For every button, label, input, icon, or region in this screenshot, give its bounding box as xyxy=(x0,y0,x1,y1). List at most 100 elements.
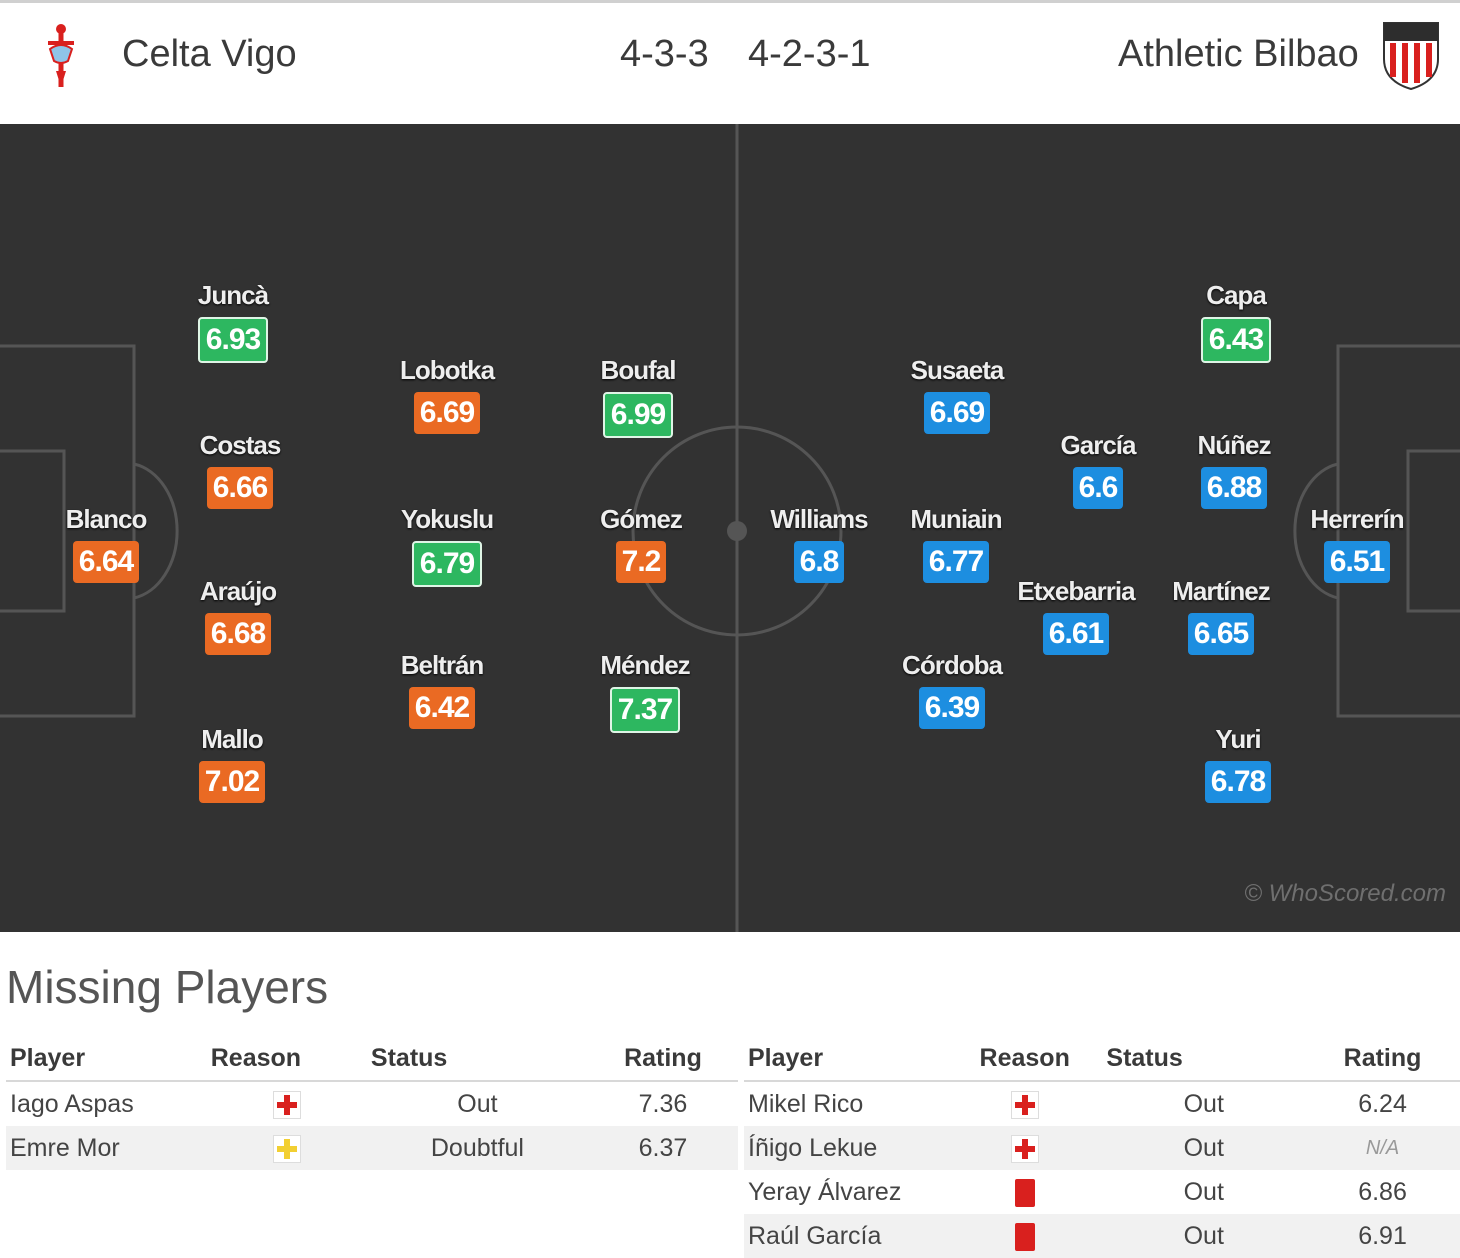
home-player[interactable]: Araújo 6.68 xyxy=(158,576,318,655)
player-name: Muniain xyxy=(910,504,1002,534)
status-cell: Out xyxy=(457,1089,498,1118)
home-player[interactable]: Lobotka 6.69 xyxy=(367,355,527,434)
away-player[interactable]: Núñez 6.88 xyxy=(1154,430,1314,509)
away-team-name[interactable]: Athletic Bilbao xyxy=(1118,33,1359,75)
away-formation: 4-2-3-1 xyxy=(748,33,871,75)
away-player[interactable]: Martínez 6.65 xyxy=(1141,576,1301,655)
player-rating-badge: 6.99 xyxy=(602,392,674,438)
player-name: Martínez xyxy=(1172,576,1270,606)
reason-cell xyxy=(947,1170,1102,1214)
player-name: Mallo xyxy=(201,724,263,754)
player-rating-badge: 6.93 xyxy=(197,317,269,363)
missing-player-name[interactable]: Yeray Álvarez xyxy=(748,1177,902,1206)
injury-icon[interactable] xyxy=(272,1090,301,1119)
missing-players-title: Missing Players xyxy=(6,961,329,1013)
player-rating-badge: 6.69 xyxy=(923,392,991,434)
player-name: Herrerín xyxy=(1310,504,1404,534)
player-name: Blanco xyxy=(65,504,148,534)
rating-cell: 6.37 xyxy=(587,1126,738,1170)
doubtful-icon[interactable] xyxy=(272,1134,301,1163)
player-name: Gómez xyxy=(600,504,683,534)
rating-cell: 6.86 xyxy=(1358,1177,1407,1206)
reason-cell xyxy=(947,1081,1102,1126)
player-rating-badge: 6.79 xyxy=(411,541,483,587)
player-name: Núñez xyxy=(1197,430,1272,460)
player-rating-badge: 6.65 xyxy=(1187,613,1255,655)
player-rating-badge: 6.88 xyxy=(1200,467,1268,509)
table-row: Yeray Álvarez Out 6.86 xyxy=(744,1170,1460,1214)
col-reason: Reason xyxy=(946,1036,1103,1082)
player-rating-badge: 7.02 xyxy=(198,761,266,803)
player-rating-badge: 6.39 xyxy=(918,687,986,729)
status-cell: Out xyxy=(1102,1126,1306,1170)
status-cell: Out xyxy=(1183,1089,1224,1118)
player-name: Araújo xyxy=(199,576,277,606)
celta-vigo-crest-icon xyxy=(48,24,74,87)
player-rating-badge: 6.68 xyxy=(204,613,272,655)
home-player[interactable]: Juncà 6.93 xyxy=(153,280,313,363)
player-rating-badge: 6.6 xyxy=(1072,467,1124,509)
missing-player-name[interactable]: Emre Mor xyxy=(6,1126,207,1170)
player-name: Boufal xyxy=(600,355,677,385)
home-player[interactable]: Boufal 6.99 xyxy=(558,355,718,438)
player-rating-badge: 6.64 xyxy=(72,541,140,583)
reason-cell xyxy=(946,1126,1103,1170)
home-player[interactable]: Gómez 7.2 xyxy=(561,504,721,583)
home-team-name[interactable]: Celta Vigo xyxy=(122,33,297,75)
injury-icon[interactable] xyxy=(1010,1090,1039,1119)
player-name: Lobotka xyxy=(399,355,495,385)
home-formation: 4-3-3 xyxy=(620,33,709,75)
red-card-icon[interactable] xyxy=(1014,1222,1035,1251)
col-reason: Reason xyxy=(206,1036,367,1082)
player-name: Etxebarria xyxy=(1017,576,1135,606)
col-rating: Rating xyxy=(587,1036,738,1082)
table-row: Iago Aspas Out 7.36 xyxy=(6,1081,738,1126)
player-rating-badge: 6.69 xyxy=(413,392,481,434)
missing-player-name[interactable]: Raúl García xyxy=(744,1214,947,1258)
status-cell: Out xyxy=(1102,1214,1306,1258)
rating-cell: 7.36 xyxy=(638,1089,688,1118)
player-name: Yuri xyxy=(1215,724,1261,754)
missing-player-name[interactable]: Iago Aspas xyxy=(10,1089,134,1118)
missing-player-name[interactable]: Íñigo Lekue xyxy=(744,1126,947,1170)
player-rating-badge: 6.42 xyxy=(408,687,476,729)
status-cell: Doubtful xyxy=(366,1126,588,1170)
reason-cell xyxy=(206,1126,367,1170)
home-player[interactable]: Mallo 7.02 xyxy=(152,724,312,803)
injury-icon[interactable] xyxy=(1010,1134,1039,1163)
away-player[interactable]: Etxebarria 6.61 xyxy=(996,576,1156,655)
col-player: Player xyxy=(6,1036,207,1082)
player-name: Susaeta xyxy=(910,355,1005,385)
home-player[interactable]: Blanco 6.64 xyxy=(26,504,186,583)
status-cell: Out xyxy=(1183,1177,1224,1206)
col-rating: Rating xyxy=(1305,1036,1460,1082)
player-rating-badge: 6.43 xyxy=(1200,317,1272,363)
player-name: Méndez xyxy=(600,650,690,680)
player-name: Juncà xyxy=(197,280,269,310)
player-rating-badge: 6.8 xyxy=(793,541,845,583)
athletic-bilbao-crest-icon xyxy=(1383,22,1439,91)
away-player[interactable]: García 6.6 xyxy=(1018,430,1178,509)
missing-player-name[interactable]: Mikel Rico xyxy=(748,1089,864,1118)
player-name: García xyxy=(1060,430,1137,460)
player-rating-badge: 7.2 xyxy=(615,541,667,583)
rating-cell: 6.91 xyxy=(1305,1214,1460,1258)
player-rating-badge: 6.61 xyxy=(1042,613,1110,655)
away-player[interactable]: Susaeta 6.69 xyxy=(877,355,1037,434)
red-card-icon[interactable] xyxy=(1014,1178,1035,1207)
